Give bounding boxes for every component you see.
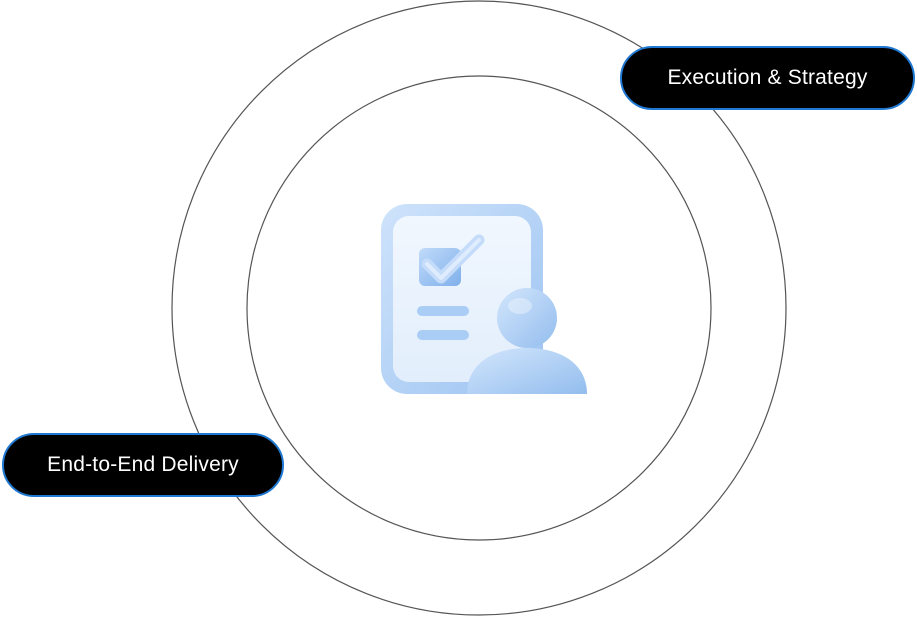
person-head (497, 288, 557, 348)
inner-ring (246, 75, 712, 541)
checklist-user-icon (381, 204, 587, 394)
end-to-end-delivery-label: End-to-End Delivery (47, 453, 239, 476)
end-to-end-delivery-badge: End-to-End Delivery (2, 433, 284, 497)
text-line-2 (417, 330, 469, 340)
person-body (467, 348, 587, 394)
checkbox-square (419, 248, 461, 286)
text-line-1 (417, 306, 469, 316)
execution-strategy-badge: Execution & Strategy (620, 46, 915, 110)
execution-strategy-label: Execution & Strategy (667, 66, 868, 89)
outer-ring (171, 0, 787, 616)
